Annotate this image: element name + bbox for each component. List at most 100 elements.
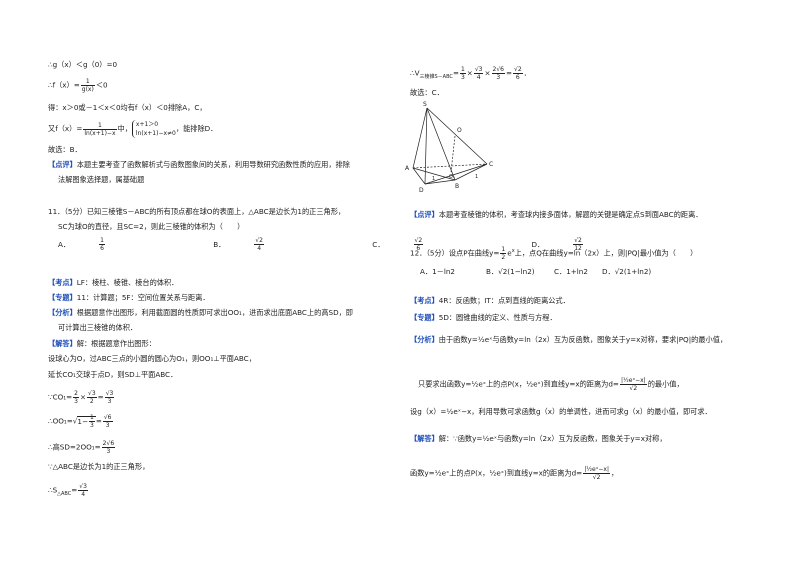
denominator: ln(x+1)−x (84, 129, 116, 137)
equals: = (505, 68, 512, 78)
question-line: 11．（5分）已知三棱锥S－ABC的所有顶点都在球O的表面上，△ABC是边长为1… (48, 207, 346, 216)
section-tag: 【点评】 (48, 160, 77, 169)
text: LF：棱柱、棱锥、棱台的体积． (76, 278, 179, 287)
text: 函数y=½eˣ上的点P(x，½eˣ)到直线y=x的距离为d= (410, 468, 583, 478)
option-c: C．1+ln2 (554, 267, 588, 276)
denominator: 3 (460, 74, 465, 81)
section-tag: 【分析】 (48, 308, 77, 317)
numerator: 1 (99, 237, 105, 245)
text-line: 得：x＞0或－1＜x＜0均有f（x）＜0排除A，C， (48, 103, 207, 112)
edge-sb (426, 107, 456, 181)
numerator: √6 (102, 414, 113, 422)
section-tag: 【专题】 (48, 293, 77, 302)
equals: = (97, 392, 104, 402)
text: ∴V (410, 68, 420, 78)
sqrt-sign: √ (72, 416, 78, 426)
edge-sa (412, 107, 428, 169)
fenxi-line: 【分析】由于函数y=½eˣ与函数y=ln（2x）互为反函数，图象关于y=x对称，… (410, 335, 727, 345)
jieda-line: 【解答】解：根据题意作出图形： (48, 339, 156, 349)
text: 本题主要考查了函数解析式与函数图象间的关系，利用导数研究函数性质的应用，排除 (76, 160, 350, 169)
section-tag: 【解答】 (48, 339, 77, 348)
numerator: √3 (78, 483, 88, 491)
edge-sc (426, 107, 488, 165)
edge-ac (412, 163, 488, 169)
edge-ab (412, 167, 456, 181)
equals: = (71, 485, 78, 495)
edge-db (424, 179, 456, 185)
option-label: C． (372, 239, 385, 249)
subscript: 三棱锥S－ABC (419, 73, 453, 80)
denominator: √2 (592, 474, 601, 481)
denominator: 6 (515, 74, 520, 81)
label-o1: O₁ (449, 174, 455, 180)
text: 又f（x）= (48, 124, 83, 133)
fraction: |½eˣ−x|√2 (619, 377, 647, 392)
numerator: √3 (473, 66, 484, 74)
numerator: |½eˣ−x| (619, 377, 647, 385)
numerator: 1 (89, 414, 95, 422)
question-line: SC为球O的直径，且SC=2，则此三棱锥的体积为（ ） (58, 222, 245, 231)
fraction: |½eˣ−x|√2 (583, 466, 610, 481)
numerator: 1 (500, 246, 507, 254)
text: 1− (77, 416, 88, 426)
section-tag: 【考点】 (410, 296, 439, 305)
text-line: 法解图象选择题，属基础题 (58, 175, 145, 184)
text: 的最小值， (647, 379, 684, 389)
text: ＜0 (95, 80, 108, 90)
review-line: 【点评】本题考查棱锥的体积，考查球内接多面体，解题的关键是确定点S到面ABC的距… (410, 210, 702, 220)
option-label: B． (213, 239, 226, 249)
text: ∵CO₁= (48, 392, 73, 402)
label-s: S (423, 101, 427, 108)
text: 由于函数y=½eˣ与函数y=ln（2x）互为反函数，图象关于y=x对称，要求|P… (438, 335, 728, 344)
text-line: ∴g（x）＜g（0）=0 (48, 60, 118, 69)
equals: = (452, 68, 459, 78)
denominator: 3 (496, 74, 501, 81)
label-d: D (419, 187, 424, 194)
section-tag: 【考点】 (48, 278, 77, 287)
text: 5D：圆锥曲线的定义、性质与方程． (438, 313, 557, 322)
denominator: 2 (89, 398, 94, 405)
times: × (466, 68, 473, 78)
option-label: A． (58, 239, 71, 249)
text: 只要求出函数y=½eˣ上的点P(x，½eˣ)到直线y=x的距离为d= (418, 379, 619, 389)
label-b: B (455, 183, 459, 190)
times: × (484, 68, 491, 78)
option-label: D． (531, 239, 545, 249)
text: ∴OO₁= (48, 416, 73, 426)
text: ∴S (48, 485, 58, 495)
denominator: 3 (106, 448, 111, 455)
denominator: 6 (416, 245, 421, 252)
text: 11：计算题；5F：空间位置关系与距离． (76, 293, 210, 302)
numerator: 1 (459, 66, 466, 74)
zhuanti-line: 【专题】11：计算题；5F：空间位置关系与距离． (48, 293, 210, 303)
numerator: √2 (573, 237, 583, 245)
condition: ln(x+1)−x≠0 (135, 130, 176, 137)
text: 根据题意作出图形，利用截面圆的性质即可求出OO₁，进而求出底面ABC上的高SD，… (76, 308, 353, 317)
numerator: 2 (73, 390, 79, 398)
text: 本题考查棱锥的体积，考查球内接多面体，解题的关键是确定点S到面ABC的距离． (438, 210, 703, 219)
numerator: 1 (83, 122, 117, 130)
denominator: 3 (74, 398, 78, 405)
text: ，能排除D． (175, 124, 218, 133)
numerator: √2 (254, 237, 264, 245)
